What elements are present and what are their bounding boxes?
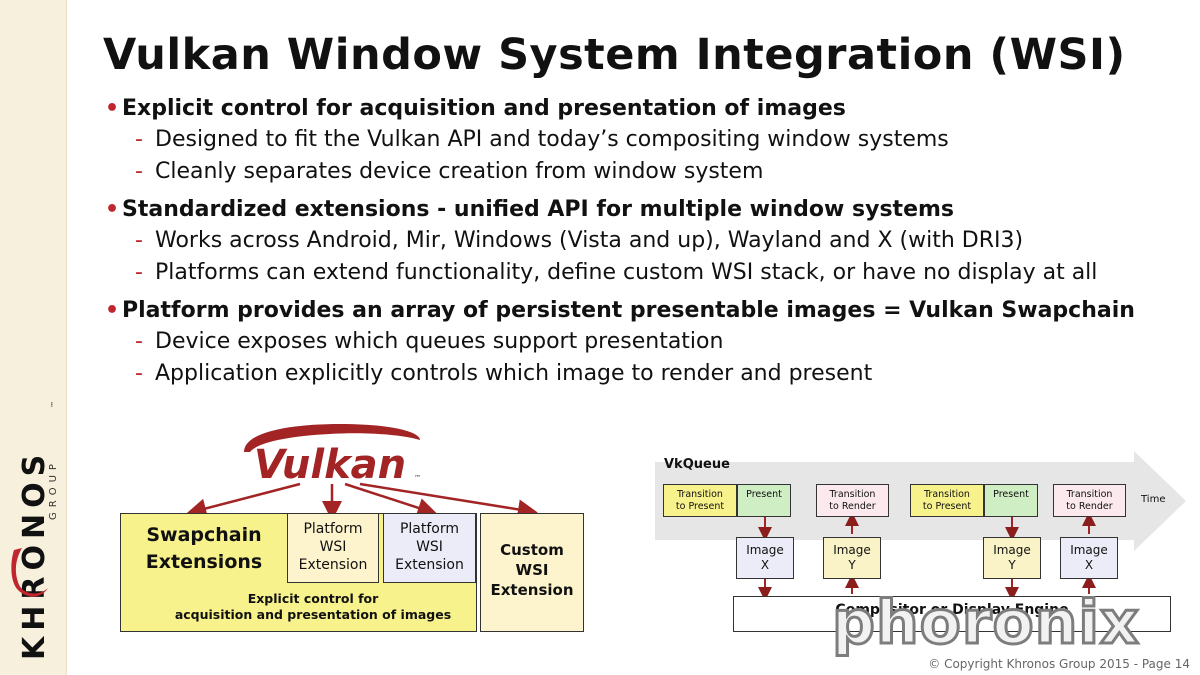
queue-cell-present-1: Present xyxy=(737,484,791,517)
bullet-1: •Explicit control for acquisition and pr… xyxy=(105,94,1185,124)
platform-1-line3: Extension xyxy=(298,557,368,573)
custom-line2: WSI xyxy=(515,561,549,579)
image-label-line2: Y xyxy=(848,558,856,572)
vulkan-logo-swoosh-icon xyxy=(244,424,420,452)
sub-bullet-text: Platforms can extend functionality, defi… xyxy=(155,260,1098,285)
bullet-dot: • xyxy=(105,197,120,222)
sub-bullet-text: Works across Android, Mir, Windows (Vist… xyxy=(155,228,1024,253)
custom-line1: Custom xyxy=(500,541,564,559)
bullet-3: •Platform provides an array of persisten… xyxy=(105,296,1185,326)
sub-bullet: -Works across Android, Mir, Windows (Vis… xyxy=(105,225,1185,257)
cell-line1: Present xyxy=(746,489,782,500)
cell-line1: Transition xyxy=(677,489,723,500)
custom-line3: Extension xyxy=(490,581,574,599)
dash: - xyxy=(135,260,143,285)
image-label-line1: Image xyxy=(1070,543,1108,557)
image-label-line2: Y xyxy=(1008,558,1016,572)
platform-2-line3: Extension xyxy=(395,557,464,573)
platform-1-line1: Platform xyxy=(303,521,363,537)
time-label: Time xyxy=(1141,494,1166,505)
image-label-line1: Image xyxy=(833,543,871,557)
cell-line2: to Present xyxy=(675,501,725,512)
cell-line1: Present xyxy=(993,489,1029,500)
swapchain-label-line1: Swapchain xyxy=(146,524,262,546)
group-logo-text: GROUP xyxy=(48,459,58,520)
khronos-swoosh-icon xyxy=(11,548,49,597)
platform-2-line1: Platform xyxy=(399,521,460,537)
image-label-line2: X xyxy=(760,558,770,572)
trademark-mark: ™ xyxy=(50,402,58,408)
sub-bullet: -Designed to fit the Vulkan API and toda… xyxy=(105,124,1185,156)
dash: - xyxy=(135,159,143,184)
sidebar: KHRONOS GROUP ™ xyxy=(0,0,67,675)
dash: - xyxy=(135,361,143,386)
explicit-line1: Explicit control for xyxy=(247,591,379,606)
sub-bullet-text: Cleanly separates device creation from w… xyxy=(155,159,764,184)
cell-line1: Transition xyxy=(1066,489,1113,500)
cell-line1: Transition xyxy=(829,489,876,500)
sub-bullet-text: Designed to fit the Vulkan API and today… xyxy=(155,127,949,152)
platform-wsi-extension-1: Platform WSI Extension xyxy=(287,513,379,583)
dash: - xyxy=(135,127,143,152)
queue-cell-present-2: Present xyxy=(984,484,1038,517)
sub-bullet: -Device exposes which queues support pre… xyxy=(105,326,1185,358)
swapchain-extensions-label: Swapchain Extensions xyxy=(120,522,288,576)
sub-bullet-text: Application explicitly controls which im… xyxy=(155,361,873,386)
cell-line1: Transition xyxy=(924,489,970,500)
dash: - xyxy=(135,329,143,354)
sub-bullet: -Application explicitly controls which i… xyxy=(105,358,1185,390)
swapchain-label-line2: Extensions xyxy=(145,551,263,573)
copyright-footer: © Copyright Khronos Group 2015 - Page 14 xyxy=(928,657,1190,671)
cell-line2: to Present xyxy=(922,501,972,512)
platform-1-line2: WSI xyxy=(319,539,347,555)
cell-line2: to Render xyxy=(829,501,876,512)
vulkan-logo-text: Vulkan xyxy=(254,442,406,488)
sub-bullet-text: Device exposes which queues support pres… xyxy=(155,329,724,354)
bullet-3-text: Platform provides an array of persistent… xyxy=(122,298,1135,323)
image-label-line2: X xyxy=(1084,558,1094,572)
phoronix-watermark: phoronix xyxy=(831,587,1141,660)
arrow-to-platform-2 xyxy=(344,482,438,518)
sub-bullet: -Platforms can extend functionality, def… xyxy=(105,257,1185,289)
bullet-list: •Explicit control for acquisition and pr… xyxy=(105,94,1185,390)
vkqueue-label: VkQueue xyxy=(664,457,730,472)
compositor-box: Compositor or Display Engine xyxy=(733,596,1171,632)
slide-title: Vulkan Window System Integration (WSI) xyxy=(103,30,1126,80)
bullet-dot: • xyxy=(105,298,120,323)
bullet-2: •Standardized extensions - unified API f… xyxy=(105,195,1185,225)
custom-wsi-extension: Custom WSI Extension xyxy=(480,513,584,632)
compositor-label: Compositor or Display Engine xyxy=(835,602,1069,618)
image-label-line1: Image xyxy=(993,543,1031,557)
arrow-to-swapchain xyxy=(186,482,301,519)
arrow-to-custom xyxy=(359,482,538,520)
khronos-logo-text: KHRONOS xyxy=(17,449,52,660)
dash: - xyxy=(135,228,143,253)
platform-wsi-extension-2: Platform WSI Extension xyxy=(383,513,476,583)
khronos-logo: KHRONOS GROUP ™ xyxy=(8,402,58,667)
sub-bullet: -Cleanly separates device creation from … xyxy=(105,156,1185,188)
explicit-control-label: Explicit control for acquisition and pre… xyxy=(160,591,466,623)
bullet-1-text: Explicit control for acquisition and pre… xyxy=(122,96,846,121)
vulkan-logo: Vulkan ™ xyxy=(244,424,421,488)
vulkan-trademark: ™ xyxy=(414,474,421,482)
cell-line2: to Render xyxy=(1066,501,1113,512)
platform-2-line2: WSI xyxy=(416,539,443,555)
explicit-line2: acquisition and presentation of images xyxy=(174,607,452,622)
bullet-dot: • xyxy=(105,96,120,121)
image-label-line1: Image xyxy=(746,543,784,557)
bullet-2-text: Standardized extensions - unified API fo… xyxy=(122,197,955,222)
